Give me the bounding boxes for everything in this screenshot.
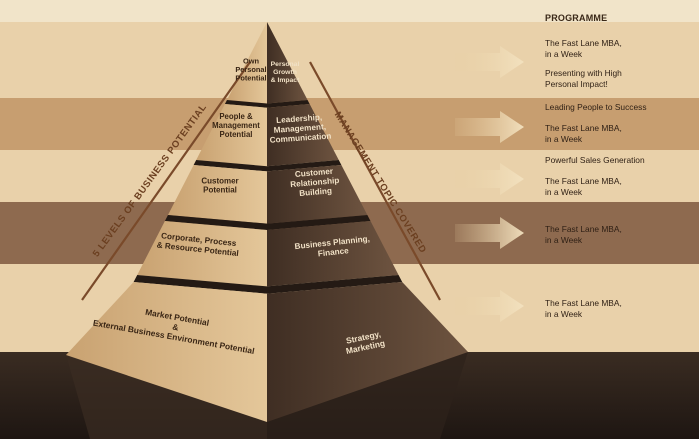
pyramid <box>66 22 468 422</box>
tier-right-face <box>267 22 308 104</box>
tier-left-face <box>226 22 267 104</box>
topic-label-2-line: Communication <box>269 132 331 145</box>
tier-right-face <box>267 221 399 287</box>
potential-label-1-line: Own <box>243 56 259 65</box>
tier-right-face <box>267 282 468 422</box>
potential-label-1-line: Potential <box>235 74 266 83</box>
tier-right-face <box>267 104 339 167</box>
topic-label-3: CustomerRelationshipBuilding <box>289 166 340 199</box>
band-level-2 <box>0 98 699 150</box>
programme-item-line: in a Week <box>545 49 583 59</box>
programme-item-line: The Fast Lane MBA, <box>545 123 622 133</box>
pyramid-tier-3 <box>167 165 368 224</box>
potential-label-3-line: Potential <box>203 186 237 195</box>
programme-item: Leading People to Success <box>545 102 695 113</box>
topics-rule <box>309 61 441 301</box>
topic-label-3-line: Building <box>299 186 332 198</box>
programme-item-line: Leading People to Success <box>545 102 647 112</box>
tier-left-face <box>137 221 267 287</box>
arrow-level-5 <box>455 290 524 322</box>
topic-label-1-line: Personal <box>271 61 300 68</box>
reflection-left <box>66 355 267 439</box>
arrow-level-1 <box>455 46 524 78</box>
programme-item-line: in a Week <box>545 309 583 319</box>
pyramid-tier-5 <box>66 282 468 422</box>
programme-item-line: in a Week <box>545 235 583 245</box>
potential-label-2-line: Potential <box>220 130 253 139</box>
arrow-level-4 <box>455 217 524 249</box>
programme-item: The Fast Lane MBA,in a Week <box>545 123 695 145</box>
programme-item: The Fast Lane MBA,in a Week <box>545 176 695 198</box>
band-level-1 <box>0 22 699 98</box>
tier-ledge <box>193 160 342 172</box>
pyramid-tier-2 <box>196 104 339 167</box>
potential-label-2-line: Management <box>212 121 260 130</box>
arrows-layer <box>455 46 524 322</box>
programme-item: The Fast Lane MBA,in a Week <box>545 298 695 320</box>
topic-label-2: Leadership,Management,Communication <box>268 112 332 145</box>
programme-item: The Fast Lane MBA,in a Week <box>545 38 695 60</box>
levels-rule <box>81 61 251 301</box>
top-strip <box>0 0 699 22</box>
potential-label-5-line: & <box>172 322 180 333</box>
programme-item-line: The Fast Lane MBA, <box>545 298 622 308</box>
tier-ledge <box>133 275 403 294</box>
arrow-level-2 <box>455 111 524 143</box>
pyramid-tier-4 <box>137 221 399 287</box>
tier-right-face <box>267 165 368 224</box>
programme-item-line: Powerful Sales Generation <box>545 155 645 165</box>
tier-left-face <box>167 165 267 224</box>
programme-item-line: in a Week <box>545 134 583 144</box>
programme-item-line: in a Week <box>545 187 583 197</box>
topic-label-1-line: Growth <box>273 69 297 76</box>
programme-item-line: The Fast Lane MBA, <box>545 38 622 48</box>
tier-left-face <box>66 282 267 422</box>
reflection-right <box>267 352 468 439</box>
potential-label-1-line: Personal <box>235 65 266 74</box>
topic-label-4-line: Finance <box>317 246 349 258</box>
pyramid-reflection <box>66 352 468 439</box>
programme-item-line: Personal Impact! <box>545 79 608 89</box>
programme-item: The Fast Lane MBA,in a Week <box>545 224 695 246</box>
programme-item: Powerful Sales Generation <box>545 155 695 166</box>
arrow-level-3 <box>455 163 524 195</box>
potential-label-2-line: People & <box>219 112 253 121</box>
programme-item-line: The Fast Lane MBA, <box>545 224 622 234</box>
programme-item-line: Presenting with High <box>545 68 622 78</box>
topic-label-1-line: & Impact <box>271 77 300 84</box>
potential-label-3-line: Customer <box>201 176 238 185</box>
programme-heading: PROGRAMME <box>545 13 608 23</box>
programme-item-line: The Fast Lane MBA, <box>545 176 622 186</box>
tier-left-face <box>196 104 267 167</box>
topic-label-3-line: Customer <box>295 167 335 179</box>
tier-ledge <box>164 215 371 230</box>
topic-label-2-line: Leadership, <box>276 113 322 125</box>
pyramid-tier-1 <box>226 22 308 104</box>
tier-ledge <box>224 100 310 108</box>
topic-label-2-line: Management, <box>273 122 326 135</box>
topic-label-3-line: Relationship <box>290 176 340 189</box>
